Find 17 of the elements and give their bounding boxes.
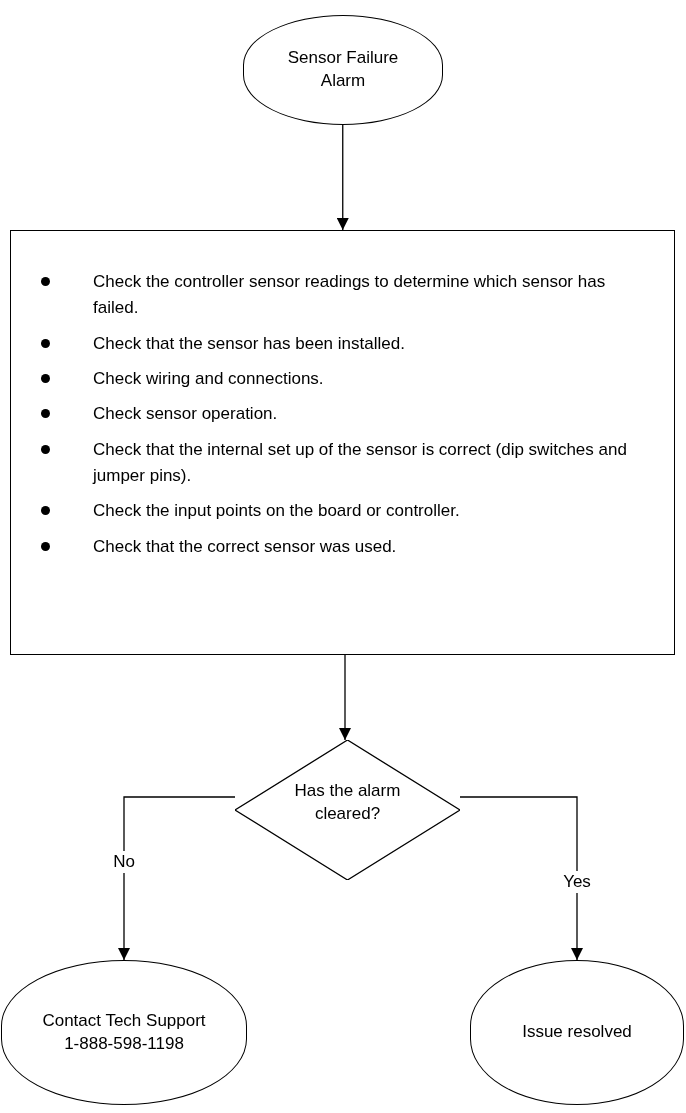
node-label: Contact Tech Support 1-888-598-1198 [41,1009,207,1055]
arrow [339,654,351,741]
bullet-item: Check sensor operation. [41,401,654,428]
node-label: Has the alarm cleared? [293,780,402,825]
node-label: Issue resolved [521,1021,633,1044]
bullet-item: Check the controller sensor readings to determine which sensor has failed. [41,269,654,322]
bullet-item: Check that the internal set up of the sensor is correct (dip switches and jumper pins). [41,436,654,490]
bullet-item: Check that the correct sensor was used. [41,533,654,561]
edge-label: Yes [560,870,594,893]
arrow [459,796,583,961]
bullet-item: Check that the sensor has been installed. [41,330,654,358]
process-box [10,230,675,655]
arrow [336,124,349,231]
bullet-item: Check the input points on the board or controller. [41,498,654,525]
bullet-item: Check wiring and connections. [41,366,654,393]
node-label: Sensor Failure Alarm [286,47,400,92]
arrow [118,796,236,961]
